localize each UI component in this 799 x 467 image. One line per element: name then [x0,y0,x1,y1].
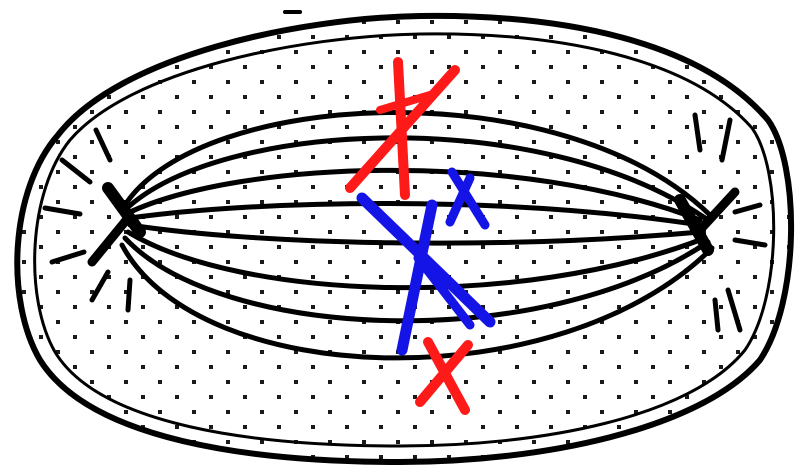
left-aster-ray-6 [128,280,130,310]
chromosome-top-red-arm-2 [398,62,405,195]
right-aster-ray-6 [715,300,718,330]
